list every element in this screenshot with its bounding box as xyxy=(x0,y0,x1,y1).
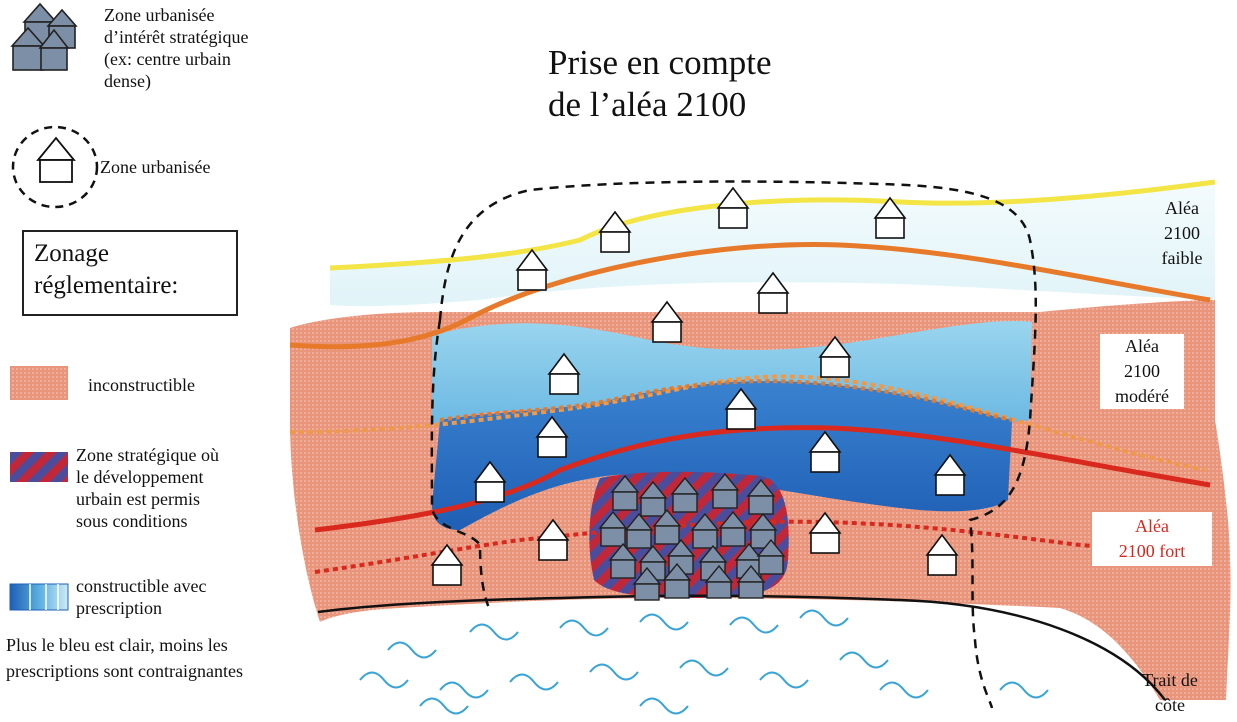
legend-constructible-swatch-stripes xyxy=(29,584,59,610)
house-icon xyxy=(808,511,842,554)
legend-constructible-text: constructible avec prescription xyxy=(76,576,207,618)
title-line-1: Prise en compte xyxy=(548,43,772,82)
alea-faible-label: Aléa 2100 faible xyxy=(1161,198,1203,268)
house-icon xyxy=(652,508,682,545)
house-icon xyxy=(598,210,632,253)
house-icon xyxy=(515,248,549,291)
house-icon xyxy=(756,538,786,575)
sea-waves xyxy=(359,609,1049,715)
constructible-strong-zone xyxy=(432,381,1012,530)
house-icon xyxy=(925,533,959,576)
alea-faible-line-2 xyxy=(289,242,1211,350)
house-icon xyxy=(756,271,790,314)
alea-modere-line xyxy=(289,374,1206,472)
house-icon xyxy=(535,415,569,458)
house-icon xyxy=(716,186,750,229)
house-icon xyxy=(933,453,967,496)
house-icon xyxy=(704,564,734,599)
house-icon xyxy=(598,510,628,547)
house-icon xyxy=(724,387,758,430)
alea-modere-line-2 xyxy=(439,379,1013,422)
house-icon xyxy=(650,300,684,343)
strategic-houses xyxy=(598,472,786,601)
house-icon xyxy=(547,352,581,395)
house-icon xyxy=(808,430,842,473)
house-icon xyxy=(632,566,662,601)
legend-strategic-houses-icon xyxy=(10,2,78,71)
house-icon xyxy=(536,518,570,561)
alea-fort-label: Aléa 2100 fort xyxy=(1092,512,1212,566)
alea-fort-line-2 xyxy=(314,519,1211,574)
legend-urban-text: Zone urbanisée xyxy=(100,157,211,177)
house-icon xyxy=(690,512,720,549)
house-icon xyxy=(662,562,692,599)
legend-note-text: Plus le bleu est clair, moins les prescr… xyxy=(6,635,243,681)
legend-urban-zone-icon xyxy=(11,125,99,209)
legend-constructible-swatch xyxy=(9,583,69,611)
house-icon xyxy=(430,543,464,586)
house-icon xyxy=(608,542,638,579)
diagram-title: Prise en compte de l’aléa 2100 xyxy=(548,42,772,126)
house-icon xyxy=(670,476,700,513)
legend-conditional-swatch xyxy=(10,452,68,482)
alea-modere-label: Aléa 2100 modéré xyxy=(1100,334,1184,409)
urban-houses xyxy=(430,186,967,586)
house-icon xyxy=(624,512,654,549)
legend-inconstructible-text: inconstructible xyxy=(88,375,195,395)
legend-inconstructible-swatch xyxy=(10,366,68,400)
house-icon xyxy=(736,564,766,599)
house-icon xyxy=(718,510,748,547)
zonage-title-box: Zonage réglementaire: xyxy=(22,230,238,316)
legend-strategic-urban-text: Zone urbanisée d’intérêt stratégique (ex… xyxy=(104,5,249,91)
coast-label: Trait de côte xyxy=(1142,670,1198,715)
legend-conditional-text: Zone stratégique où le développement urb… xyxy=(76,445,219,531)
house-icon xyxy=(746,478,776,515)
house-icon xyxy=(818,335,852,378)
alea-fort-line xyxy=(314,425,1211,533)
house-icon xyxy=(710,472,740,509)
house-icon xyxy=(473,460,507,503)
house-icon xyxy=(873,196,907,239)
urban-zone-boundary xyxy=(430,180,1038,709)
title-line-2: de l’aléa 2100 xyxy=(548,85,747,124)
house-icon xyxy=(638,480,668,517)
house-icon xyxy=(610,474,640,511)
